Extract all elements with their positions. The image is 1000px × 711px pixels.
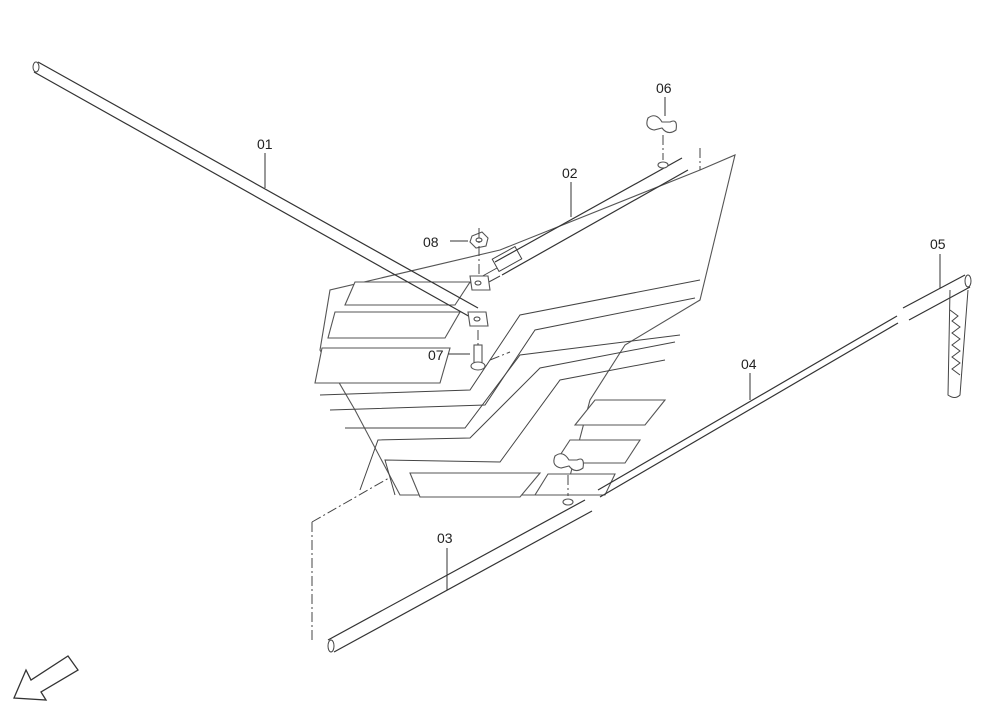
callout-04: 04 bbox=[741, 356, 757, 372]
callout-03: 03 bbox=[437, 530, 453, 546]
callout-07: 07 bbox=[428, 347, 444, 363]
part-01-pole bbox=[32, 61, 479, 319]
part-03-lower-tube bbox=[327, 499, 593, 653]
bracket-plates bbox=[467, 275, 491, 327]
callout-06: 06 bbox=[656, 80, 672, 96]
banner-panel bbox=[311, 148, 736, 640]
part-06-wing-nut bbox=[646, 97, 677, 169]
callout-08: 08 bbox=[423, 234, 439, 250]
wing-nut-lower bbox=[553, 453, 584, 506]
callout-01: 01 bbox=[257, 136, 273, 152]
part-05-end-cap bbox=[902, 254, 972, 398]
callout-02: 02 bbox=[562, 165, 578, 181]
part-08-nut bbox=[450, 228, 489, 276]
arrow-down-left-icon bbox=[13, 655, 79, 701]
part-04-rod bbox=[597, 315, 899, 498]
callout-labels: 01 02 03 04 05 06 07 08 bbox=[257, 80, 946, 546]
callout-05: 05 bbox=[930, 236, 946, 252]
part-07-bolt bbox=[448, 330, 511, 371]
